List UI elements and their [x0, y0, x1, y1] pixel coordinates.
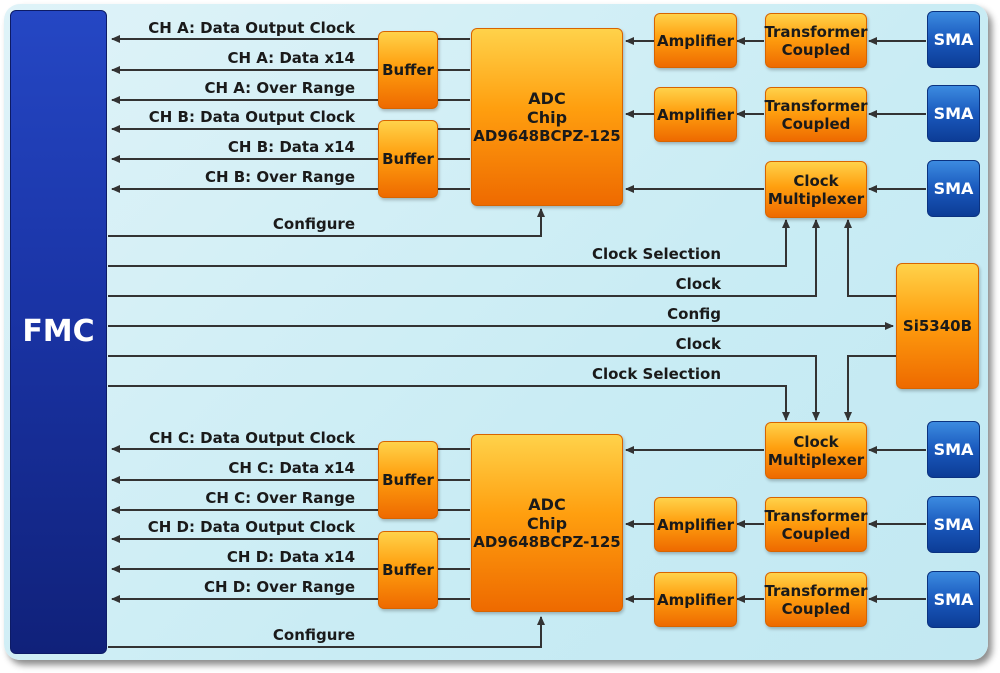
wire-clock-bottom [108, 355, 820, 421]
label-configure-top: Configure [272, 215, 355, 233]
fmc-label: FMC [22, 314, 95, 349]
label-ch-d-data: CH D: Data x14 [226, 548, 355, 566]
wire-clock-sel-bottom [108, 385, 790, 421]
sma-top-2: SMA [927, 85, 980, 142]
label-clock-selection-1: Clock Selection [591, 245, 721, 263]
amplifier-bottom-2: Amplifier [654, 572, 737, 627]
transformer-bottom-2: Transformer Coupled [764, 572, 868, 627]
label-ch-b-doc: CH B: Data Output Clock [148, 108, 355, 126]
buffer-b: Buffer [378, 120, 438, 198]
label-ch-a-or: CH A: Over Range [204, 79, 355, 97]
transformer-bottom-1: Transformer Coupled [764, 497, 868, 552]
adc-top-line2: Chip [526, 108, 568, 127]
amplifier-top-2: Amplifier [654, 87, 737, 142]
sma-bottom-1: SMA [927, 421, 980, 478]
wire-configure-top [108, 208, 545, 237]
wire-configure-bottom [108, 616, 545, 648]
label-clock-2: Clock [675, 335, 721, 353]
label-clock-1: Clock [675, 275, 721, 293]
label-ch-d-doc: CH D: Data Output Clock [147, 518, 355, 536]
wire-si5340-clkmux-bottom [844, 355, 896, 421]
fmc-block: FMC [10, 10, 107, 654]
transformer-top-2: Transformer Coupled [764, 87, 868, 142]
label-ch-a-doc: CH A: Data Output Clock [148, 19, 355, 37]
label-ch-b-data: CH B: Data x14 [227, 138, 355, 156]
adc-bottom-line1: ADC [528, 494, 566, 514]
adc-bottom-line3: AD9648BCPZ-125 [473, 533, 621, 552]
sma-top-1: SMA [927, 11, 980, 68]
sma-bottom-3: SMA [927, 571, 980, 628]
adc-chip-top: ADC Chip AD9648BCPZ-125 [471, 28, 623, 206]
label-configure-bottom: Configure [272, 626, 355, 644]
adc-top-line3: AD9648BCPZ-125 [473, 127, 621, 146]
wire-clock-sel-top [108, 219, 790, 267]
label-ch-a-data: CH A: Data x14 [227, 49, 355, 67]
sma-top-3: SMA [927, 160, 980, 217]
label-ch-b-or: CH B: Over Range [204, 168, 355, 186]
amplifier-top-1: Amplifier [654, 13, 737, 68]
wire-clock-top [108, 219, 820, 297]
transformer-top-1: Transformer Coupled [764, 13, 868, 68]
adc-chip-bottom: ADC Chip AD9648BCPZ-125 [471, 434, 623, 612]
si5340b-clock-generator: Si5340B [896, 263, 979, 389]
buffer-d: Buffer [378, 531, 438, 609]
sma-bottom-2: SMA [927, 496, 980, 553]
buffer-c: Buffer [378, 441, 438, 519]
adc-top-line1: ADC [528, 88, 566, 108]
amplifier-bottom-1: Amplifier [654, 497, 737, 552]
label-ch-d-or: CH D: Over Range [203, 578, 355, 596]
label-clock-selection-2: Clock Selection [591, 365, 721, 383]
label-ch-c-data: CH C: Data x14 [228, 459, 355, 477]
label-config: Config [667, 305, 721, 323]
label-ch-c-doc: CH C: Data Output Clock [149, 429, 355, 447]
clock-multiplexer-bottom: Clock Multiplexer [765, 422, 867, 479]
label-ch-c-or: CH C: Over Range [205, 489, 355, 507]
clock-multiplexer-top: Clock Multiplexer [765, 161, 867, 218]
wire-si5340-clkmux-top [844, 219, 896, 297]
adc-bottom-line2: Chip [526, 514, 568, 533]
buffer-a: Buffer [378, 31, 438, 109]
